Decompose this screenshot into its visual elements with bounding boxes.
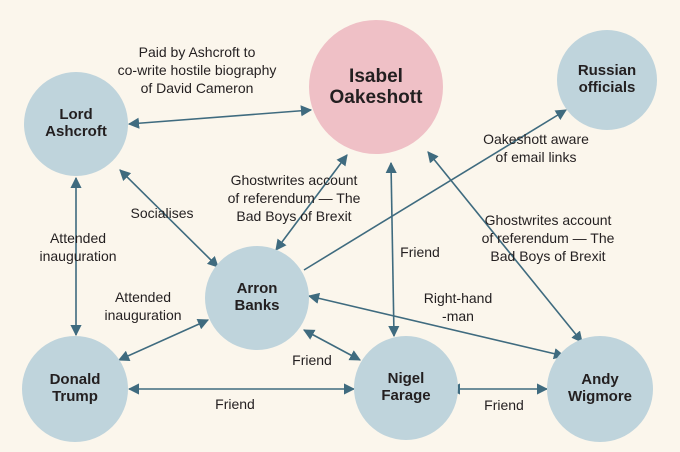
edge-ashcroft-oakeshott: [127, 105, 313, 129]
node-label: Lord Ashcroft: [45, 106, 107, 140]
node-label: Arron Banks: [234, 280, 280, 314]
node-andy-wigmore: Andy Wigmore: [547, 336, 653, 442]
label-ghostwrites-wigmore: Ghostwrites account of referendum — The …: [481, 212, 615, 264]
edge-ashcroft-banks: [119, 169, 219, 268]
label-attended-inauguration-ashcroft: Attended inauguration: [39, 230, 117, 264]
label-ghostwrites-banks: Ghostwrites account of referendum — The …: [227, 172, 361, 224]
node-label: Isabel Oakeshott: [329, 65, 423, 108]
node-label: Russian officials: [577, 62, 637, 96]
edge-banks-trump: [117, 319, 210, 361]
label-friend-farage-wigmore: Friend: [484, 397, 524, 413]
node-russian-officials: Russian officials: [557, 30, 657, 130]
node-isabel-oakeshott: Isabel Oakeshott: [309, 20, 443, 154]
label-oakeshott-aware: Oakeshott aware of email links: [483, 131, 589, 165]
edge-banks-russian: [303, 109, 567, 271]
label-right-hand-man: Right-hand -man: [423, 290, 493, 324]
label-friend-banks-farage: Friend: [292, 352, 332, 368]
label-paid-by-ashcroft: Paid by Ashcroft to co-write hostile bio…: [117, 44, 277, 96]
label-friend-oakeshott-farage: Friend: [400, 244, 440, 260]
node-label: Nigel Farage: [381, 370, 431, 404]
node-label: Donald Trump: [49, 371, 101, 405]
label-attended-inauguration-banks: Attended inauguration: [104, 289, 182, 323]
label-friend-trump-farage: Friend: [215, 396, 255, 412]
node-donald-trump: Donald Trump: [22, 336, 128, 442]
edge-oakeshott-banks: [275, 154, 348, 251]
edge-banks-wigmore: [307, 292, 566, 360]
node-lord-ashcroft: Lord Ashcroft: [24, 72, 128, 176]
node-arron-banks: Arron Banks: [205, 246, 309, 350]
label-socialises: Socialises: [130, 205, 194, 221]
node-nigel-farage: Nigel Farage: [354, 336, 458, 440]
node-label: Andy Wigmore: [567, 371, 633, 405]
